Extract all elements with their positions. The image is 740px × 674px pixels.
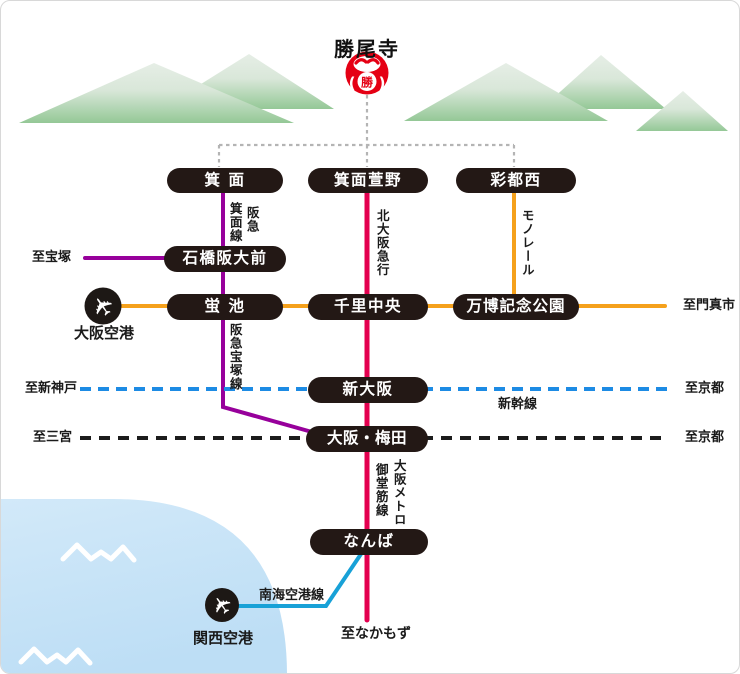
hankyu-takarazuka-line-label: 阪急宝塚線 [227,323,243,391]
nankai-airport-line [237,549,365,608]
minoo-line-label: 箕面線 [227,202,243,243]
station-saito-nishi: 彩都西 [456,168,576,193]
station-ishibashi-handai-mae: 石橋阪大前 [164,246,286,272]
daruma-paren-right: ) [379,74,386,92]
osaka-airport-plane-icon: ✈ [84,287,122,325]
monorail-label: モノレール [519,209,535,277]
dest-nakamozu: 至なかもず [341,626,411,642]
shinkansen-label: 新幹線 [498,397,538,412]
sea-shape [1,499,287,673]
temple-connector-dashes [217,95,516,167]
daruma-icon: 勝 ( ) [345,51,389,95]
mountain [19,63,294,123]
dest-sannomiya: 至三宮 [33,430,73,445]
station-banpaku-kinen-koen: 万博記念公園 [453,294,579,320]
temple-title: 勝尾寺 [334,37,400,61]
station-minoo: 箕 面 [167,168,283,193]
station-shin-osaka: 新大阪 [308,377,428,403]
mountain [636,91,728,131]
wave-icon [18,646,93,666]
station-senri-chuo: 千里中央 [308,294,428,320]
dest-kadoma-shi: 至門真市 [683,298,736,313]
osaka-metro-label: 大阪メトロ [391,459,407,527]
dest-kyoto-jr: 至京都 [685,430,725,445]
nankai-airport-line-label: 南海空港線 [259,588,325,603]
station-osaka-umeda: 大阪・梅田 [306,426,428,452]
osaka-airport-label: 大阪空港 [74,324,135,342]
daruma-paren-left: ( [349,74,356,92]
kansai-airport-label: 関西空港 [193,629,254,647]
kita-osaka-kyuko-label: 北大阪急行 [374,209,390,277]
station-minoo-kayano: 箕面萱野 [308,168,428,193]
mountain [541,55,666,109]
dest-shin-kobe: 至新神戸 [25,381,78,396]
dest-kyoto-shinkansen: 至京都 [685,381,725,396]
hankyu-label: 阪急 [244,206,260,233]
kansai-airport-plane-icon: ✈ [205,588,240,622]
station-hotarugaike: 蛍 池 [167,294,283,320]
station-namba: なんば [310,529,428,555]
daruma-kanji: 勝 [361,75,374,90]
mountain [404,63,608,121]
dest-takarazuka: 至宝塚 [32,250,72,265]
wave-icon [60,542,137,563]
midosuji-line-label: 御堂筋線 [373,463,389,517]
